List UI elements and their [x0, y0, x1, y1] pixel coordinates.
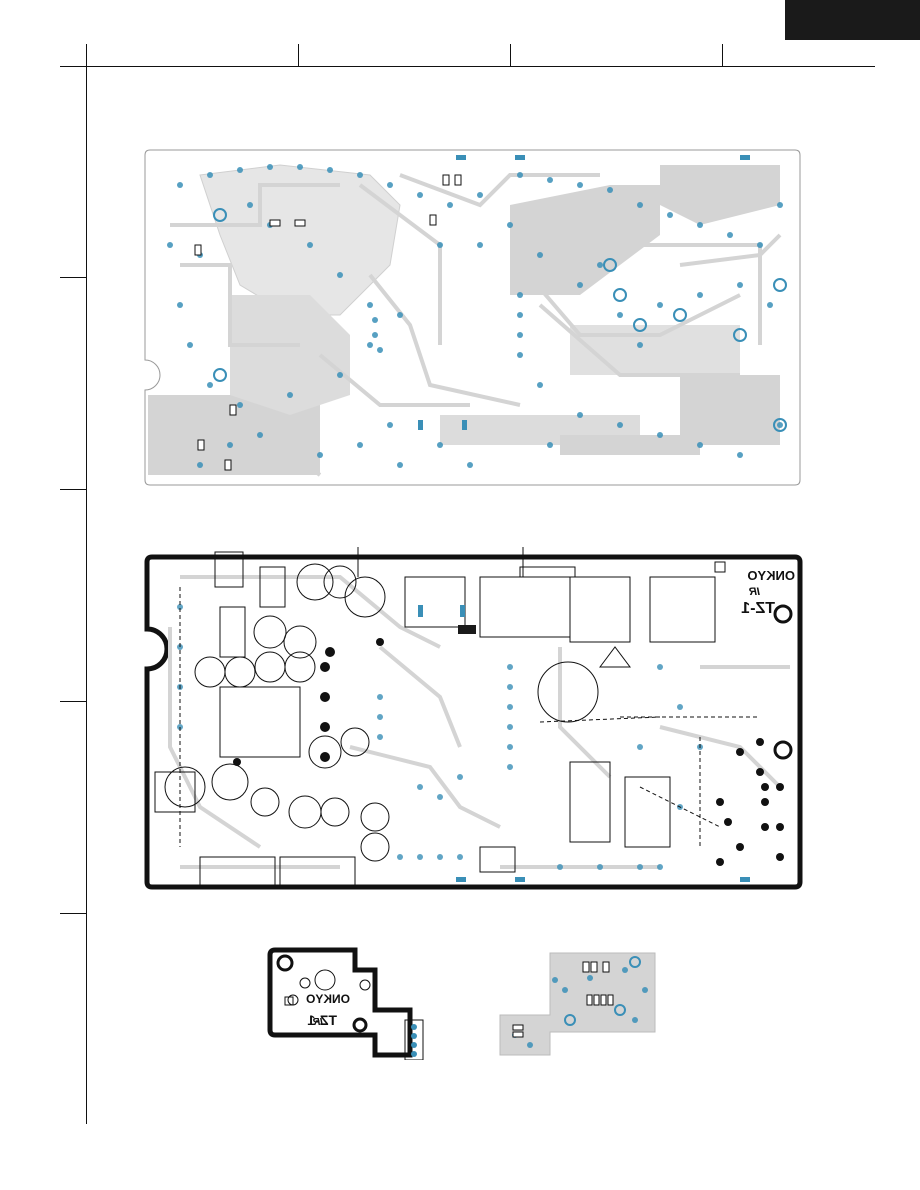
column-tick-2 [510, 44, 511, 66]
pcb-component-side-view: ONKYO TZ-1 IR [140, 547, 805, 897]
row-tick-3 [60, 701, 86, 702]
onkyo-logo-mark: ONKYO [747, 568, 795, 583]
row-tick-2 [60, 489, 86, 490]
ir-logo-mark: IR [749, 586, 760, 598]
sub-onkyo-logo-mark: ONKYO [306, 992, 350, 1006]
model-mark: TZ-1 [741, 600, 775, 617]
sub-board-copper-side [495, 950, 660, 1060]
pcb-copper-side-view [140, 145, 805, 490]
sub-board-component-side: ONKYO TZ-1 IR [265, 945, 445, 1060]
page-corner-tab [785, 0, 920, 40]
left-margin-rule [86, 44, 87, 1124]
column-tick-3 [722, 44, 723, 66]
sub-ir-logo-mark: IR [312, 1017, 323, 1028]
column-tick-1 [298, 44, 299, 66]
row-tick-4 [60, 913, 86, 914]
row-tick-1 [60, 277, 86, 278]
header-rule [60, 66, 875, 67]
